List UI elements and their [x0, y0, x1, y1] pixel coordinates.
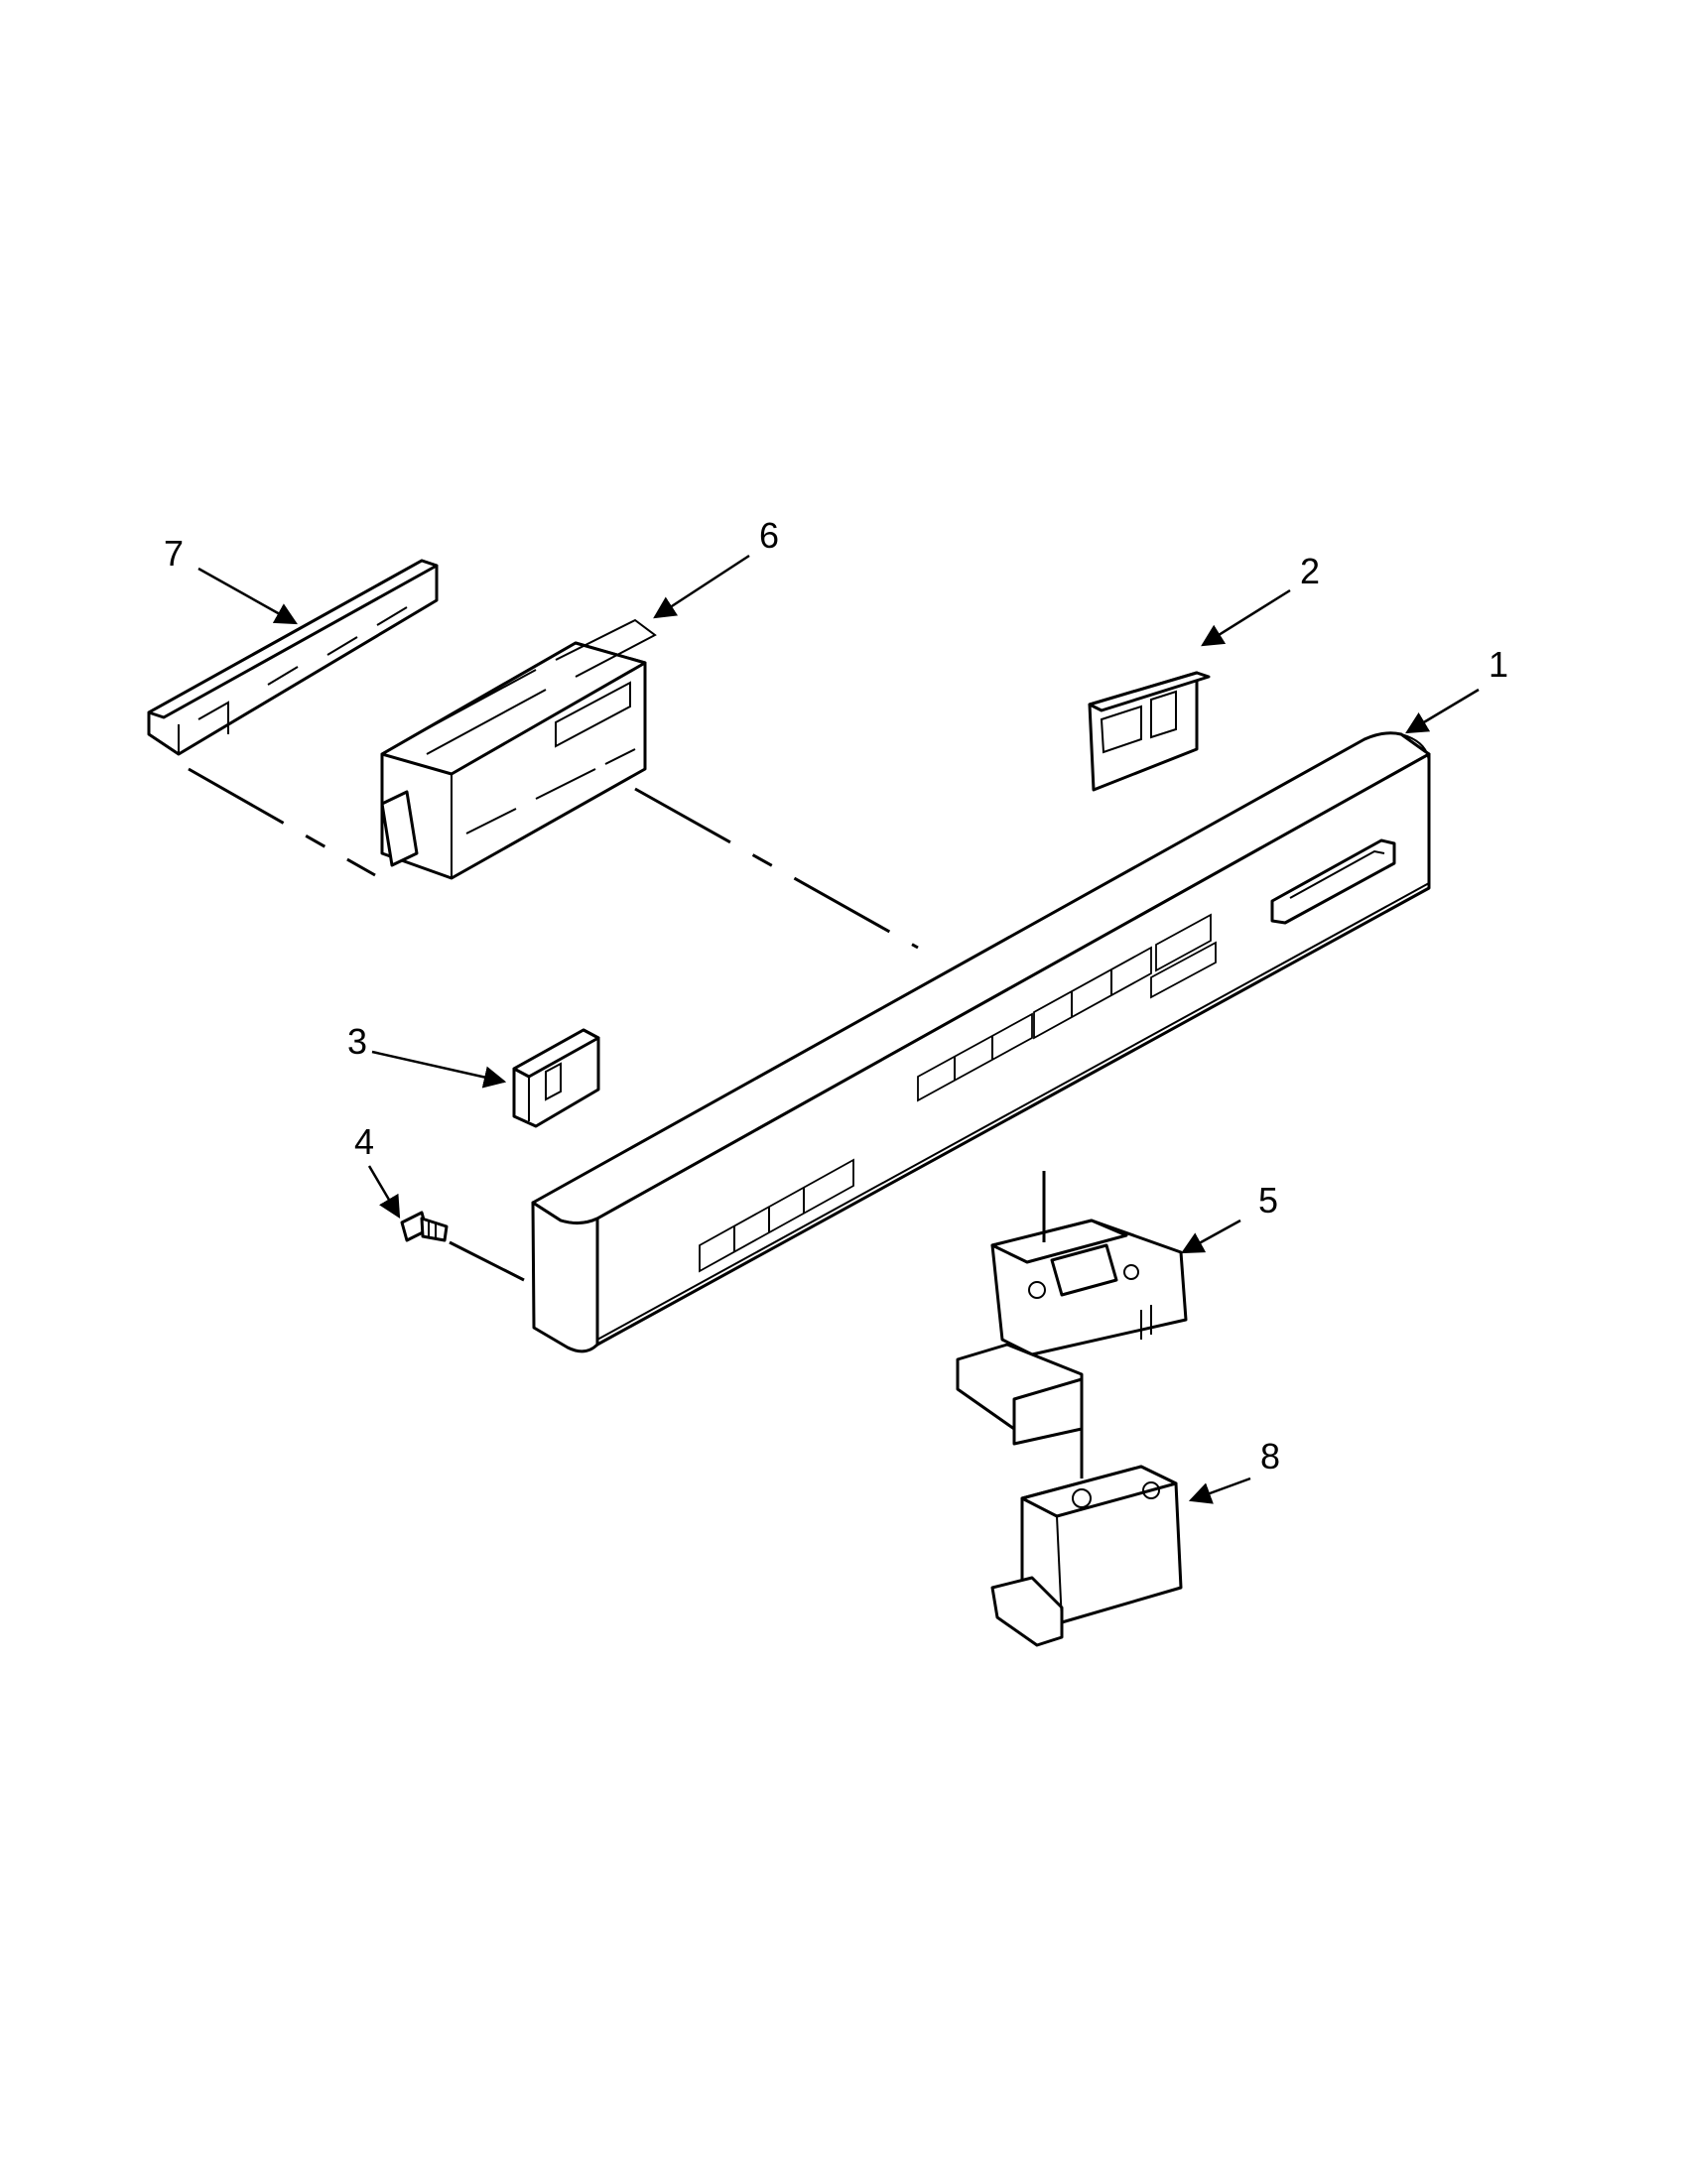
part-3-clip — [512, 1028, 600, 1128]
callout-labels: 1 2 3 4 5 6 7 8 — [164, 515, 1508, 1477]
callout-7: 7 — [164, 533, 184, 574]
callout-3: 3 — [347, 1021, 367, 1062]
callout-5: 5 — [1258, 1180, 1278, 1220]
assembly-lines — [188, 767, 1084, 1478]
callout-4: 4 — [354, 1121, 374, 1162]
part-1-console-panel — [531, 731, 1431, 1353]
part-4-screw — [400, 1211, 449, 1242]
leader-lines — [197, 554, 1480, 1504]
part-5-latch — [956, 1219, 1188, 1446]
console-buttons — [699, 913, 1217, 1273]
part-8-latch-insert — [990, 1465, 1183, 1647]
part-6-control-board — [380, 618, 657, 880]
part-7-rail — [147, 559, 439, 756]
callout-8: 8 — [1260, 1436, 1280, 1477]
callout-2: 2 — [1300, 551, 1320, 591]
callout-1: 1 — [1489, 644, 1508, 685]
part-2-bracket — [1088, 671, 1211, 792]
callout-6: 6 — [759, 515, 779, 556]
